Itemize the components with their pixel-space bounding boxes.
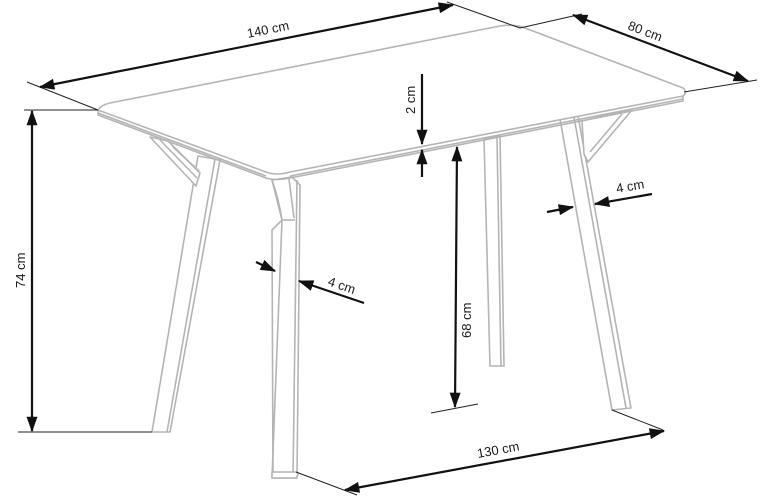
table-top bbox=[97, 24, 687, 181]
back-left-leg bbox=[483, 135, 505, 367]
front-corner-leg bbox=[271, 176, 301, 479]
thickness-label: 2 cm bbox=[403, 86, 418, 114]
back-leg-width-label: 4 cm bbox=[615, 176, 645, 196]
leg-width-arrow-left bbox=[255, 259, 276, 272]
height-label: 74 cm bbox=[13, 253, 28, 288]
leg-width-arrow-right bbox=[297, 279, 365, 305]
span-dimension-line bbox=[343, 428, 666, 493]
leg-width-label: 4 cm bbox=[326, 274, 358, 297]
clearance-dimension-line bbox=[449, 145, 463, 409]
clearance-label: 68 cm bbox=[459, 303, 474, 338]
length-dimension-line bbox=[38, 2, 455, 90]
span-label: 130 cm bbox=[476, 438, 521, 461]
back-right-leg bbox=[559, 109, 633, 411]
width-dimension-line bbox=[571, 13, 750, 83]
back-leg-width-arrow-right bbox=[593, 192, 653, 207]
width-label: 80 cm bbox=[626, 18, 664, 45]
front-left-leg bbox=[149, 136, 221, 433]
dimension-arrows bbox=[26, 2, 750, 493]
back-leg-width-arrow-left bbox=[546, 204, 575, 216]
length-label: 140 cm bbox=[246, 18, 291, 41]
